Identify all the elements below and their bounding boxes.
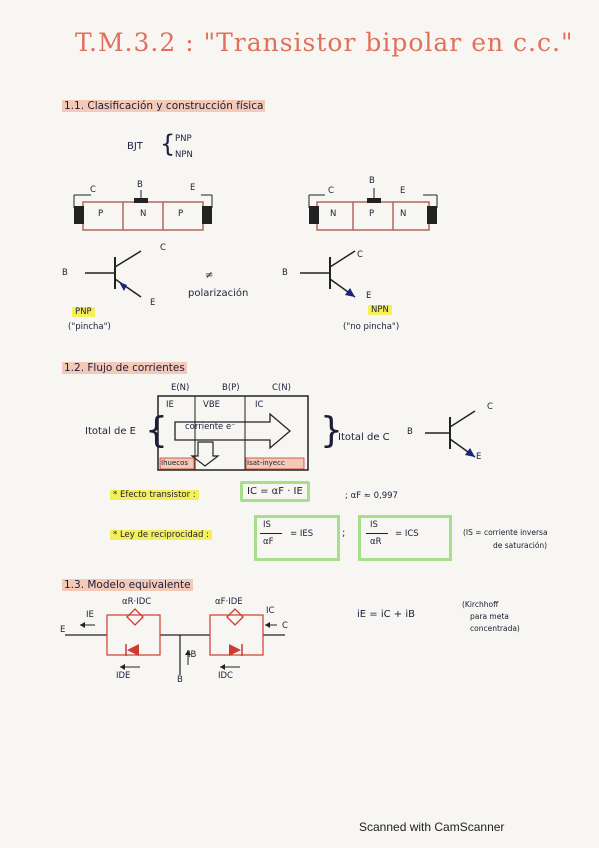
- ley-f1-rhs: = IES: [290, 529, 314, 539]
- flujo-ie: IE: [166, 400, 174, 410]
- pnp-transistor-symbol: [85, 250, 142, 298]
- pnp-sym-c: C: [160, 243, 166, 253]
- npn-transistor-symbol: [300, 250, 356, 298]
- ley-formula-2-box: [358, 515, 452, 561]
- pnp-block-diagram: [73, 190, 213, 231]
- ley-f1-den: αF: [263, 537, 274, 547]
- flujo-corriente: corriente e⁻: [185, 422, 236, 432]
- flujo-sym-e: E: [476, 452, 482, 462]
- polarizacion-label: polarización: [188, 288, 249, 299]
- right-brace: }: [320, 410, 343, 451]
- modelo-ide: IDE: [116, 671, 131, 681]
- bjt-label: BJT: [127, 141, 143, 152]
- pnp-note: ("pincha"): [68, 322, 111, 332]
- itotal-e: Itotal de E: [85, 426, 136, 437]
- npn-region-1: N: [330, 209, 337, 219]
- section-2-label: 1.2. Flujo de corrientes: [62, 362, 187, 374]
- flujo-transistor-symbol: [425, 410, 476, 458]
- camscanner-watermark: Scanned with CamScanner: [359, 820, 505, 834]
- npn-c-label: C: [328, 186, 334, 196]
- ley-f1-bar: [260, 533, 282, 534]
- modelo-ic: IC: [266, 606, 275, 616]
- kirch-note-1: (Kirchhoff: [462, 600, 499, 609]
- brace: {: [160, 130, 176, 158]
- modelo-ib: IB: [188, 650, 197, 660]
- efecto-label: * Efecto transistor :: [110, 490, 199, 500]
- npn-sym-e: E: [366, 291, 372, 301]
- section-3-label: 1.3. Modelo equivalente: [62, 579, 193, 591]
- modelo-ie: IE: [86, 610, 94, 620]
- ley-note-1: (IS = corriente inversa: [463, 528, 548, 537]
- modelo-e: E: [60, 625, 66, 635]
- flujo-header-e: E(N): [171, 383, 190, 393]
- modelo-ar-idc: αR·IDC: [122, 597, 152, 607]
- npn-region-2: P: [369, 209, 375, 219]
- npn-region-3: N: [400, 209, 407, 219]
- flujo-diagram: [157, 395, 309, 471]
- ley-f2-num: IS: [370, 520, 378, 530]
- ley-label-text: * Ley de reciprocidad :: [110, 530, 212, 540]
- flujo-header-c: C(N): [272, 383, 291, 393]
- section-2-heading: 1.2. Flujo de corrientes: [62, 362, 187, 374]
- modelo-idc: IDC: [218, 671, 233, 681]
- left-brace: {: [145, 410, 168, 451]
- npn-note: ("no pincha"): [343, 322, 400, 332]
- ley-f1-num: IS: [263, 520, 271, 530]
- ley-label: * Ley de reciprocidad :: [110, 530, 212, 540]
- pnp-c-label: C: [90, 185, 96, 195]
- npn-sym-c: C: [357, 250, 363, 260]
- section-1-label: 1.1. Clasificación y construcción física: [62, 100, 266, 112]
- npn-name-label: NPN: [368, 305, 392, 315]
- npn-name: NPN: [368, 305, 392, 315]
- page-title: T.M.3.2 : "Transistor bipolar en c.c.": [75, 28, 574, 57]
- modelo-c: C: [282, 621, 288, 631]
- flujo-ihuecos: Ihuecos: [161, 459, 189, 467]
- pnp-name: PNP: [72, 307, 95, 317]
- ley-formula-1-box: [254, 515, 340, 561]
- ley-note-2: de saturación): [493, 541, 548, 550]
- pnp-region-3: P: [178, 209, 184, 219]
- pnp-region-2: N: [140, 209, 147, 219]
- npn-sym-b: B: [282, 268, 288, 278]
- section-1-heading: 1.1. Clasificación y construcción física: [62, 100, 266, 112]
- flujo-sym-c: C: [487, 402, 493, 412]
- npn-b-label: B: [369, 176, 375, 186]
- pnp-b-label: B: [137, 180, 143, 190]
- itotal-c: Itotal de C: [338, 432, 390, 443]
- ley-sep: ;: [342, 528, 346, 539]
- kirch-note-3: concentrada): [470, 624, 520, 633]
- bjt-type-npn: NPN: [175, 150, 193, 160]
- modelo-b: B: [177, 675, 183, 685]
- flujo-isat: Isat-inyecc: [247, 459, 285, 467]
- bjt-type-pnp: PNP: [175, 134, 192, 144]
- efecto-formula-box: IC = αF · IE: [240, 481, 310, 502]
- pnp-name-label: PNP: [72, 307, 95, 317]
- section-3-heading: 1.3. Modelo equivalente: [62, 579, 193, 591]
- efecto-label-text: * Efecto transistor :: [110, 490, 199, 500]
- pnp-region-1: P: [98, 209, 104, 219]
- kirchhoff-eq: iE = iC + iB: [357, 609, 415, 620]
- ley-f2-den: αR: [370, 537, 382, 547]
- pnp-e-label: E: [190, 183, 196, 193]
- neq-sign: ≠: [205, 270, 214, 281]
- modelo-equivalente-circuit: [65, 608, 285, 675]
- kirch-note-2: para meta: [470, 612, 509, 621]
- ley-f2-bar: [366, 533, 388, 534]
- pnp-sym-b: B: [62, 268, 68, 278]
- flujo-vbe: VBE: [203, 400, 221, 410]
- npn-e-label: E: [400, 186, 406, 196]
- flujo-sym-b: B: [407, 427, 413, 437]
- flujo-header-b: B(P): [222, 383, 240, 393]
- flujo-ic: IC: [255, 400, 264, 410]
- npn-block-diagram: [308, 188, 438, 231]
- efecto-formula: IC = αF · IE: [240, 481, 310, 502]
- modelo-af-ide: αF·IDE: [215, 597, 243, 607]
- pnp-sym-e: E: [150, 298, 156, 308]
- efecto-alpha: ; αF ≈ 0,997: [345, 491, 398, 501]
- ley-f2-rhs: = ICS: [395, 529, 419, 539]
